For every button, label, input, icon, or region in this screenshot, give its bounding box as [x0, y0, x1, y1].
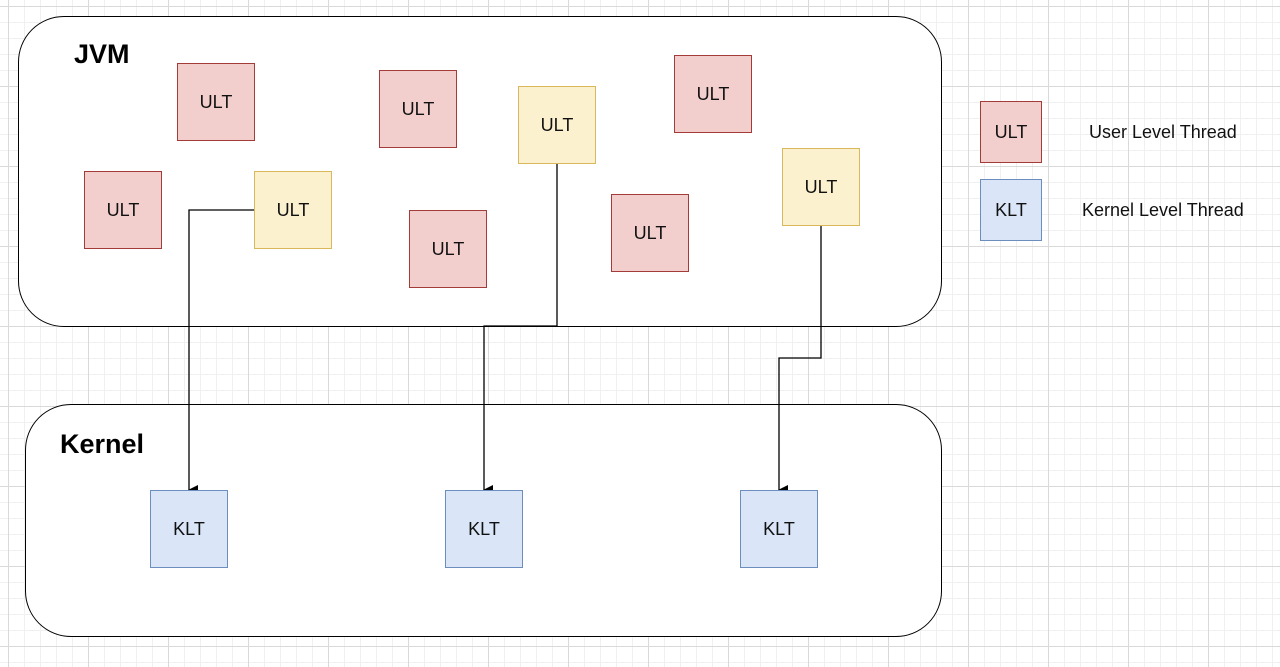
- legend-klt-swatch: KLT: [980, 179, 1042, 241]
- klt-node: KLT: [150, 490, 228, 568]
- ult-node: ULT: [379, 70, 457, 148]
- ult-node: ULT: [177, 63, 255, 141]
- legend-ult-swatch: ULT: [980, 101, 1042, 163]
- klt-node: KLT: [740, 490, 818, 568]
- ult-node: ULT: [84, 171, 162, 249]
- legend-ult-text: User Level Thread: [1089, 122, 1237, 142]
- ult-node: ULT: [611, 194, 689, 272]
- ult-node-mapped: ULT: [782, 148, 860, 226]
- legend-klt-text: Kernel Level Thread: [1082, 200, 1244, 220]
- ult-node-mapped: ULT: [518, 86, 596, 164]
- kernel-title: Kernel: [60, 429, 145, 459]
- ult-node: ULT: [674, 55, 752, 133]
- jvm-title: JVM: [74, 39, 130, 69]
- klt-node: KLT: [445, 490, 523, 568]
- ult-node: ULT: [409, 210, 487, 288]
- ult-node-mapped: ULT: [254, 171, 332, 249]
